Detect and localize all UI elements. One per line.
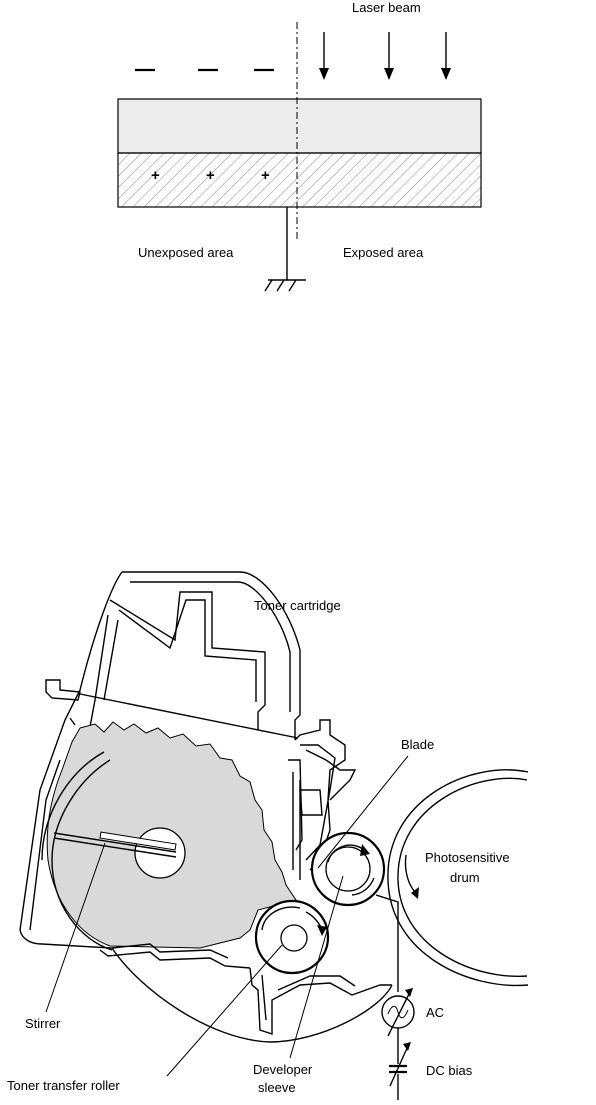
toner-transfer-roller-leader [166,944,283,1077]
stirrer [53,827,186,879]
laser-arrowhead-3 [441,68,451,80]
positive-charge-1: + [151,167,160,184]
unexposed-area-label: Unexposed area [138,245,234,260]
photosensitive-label: Photosensitive [425,850,510,865]
conductive-layer [117,152,482,208]
toner-transfer-roller [254,899,330,975]
cartridge-housing [19,571,393,1043]
laser-arrows [319,32,451,80]
developer-sleeve [310,831,386,907]
laser-arrowhead-2 [384,68,394,80]
positive-charge-3: + [261,167,270,184]
exposed-area-label: Exposed area [343,245,424,260]
cartridge-diagram: Toner cartridge [7,571,529,1100]
developer-sleeve-leader [289,875,344,1059]
bias-circuit: AC DC bias [375,894,473,1100]
photosensitive-layer [117,98,482,154]
sleeve-label: sleeve [258,1080,296,1095]
ground-symbol [264,207,306,292]
toner-transfer-roller-label: Toner transfer roller [7,1078,120,1093]
laser-beam-label: Laser beam [352,0,421,15]
stirrer-label: Stirrer [25,1016,61,1031]
blade-leader [317,755,409,869]
positive-charges: + + + [151,167,270,184]
drum-label: drum [450,870,480,885]
laser-arrowhead-1 [319,68,329,80]
blade-label: Blade [401,737,434,752]
positive-charge-2: + [206,167,215,184]
ac-label: AC [426,1005,444,1020]
developer-label: Developer [253,1062,313,1077]
dc-bias-label: DC bias [426,1063,473,1078]
toner-cartridge-label: Toner cartridge [254,598,341,613]
stirrer-leader [45,842,106,1013]
exposure-diagram: Laser beam + + + [117,0,482,292]
photosensitive-drum [387,769,529,987]
